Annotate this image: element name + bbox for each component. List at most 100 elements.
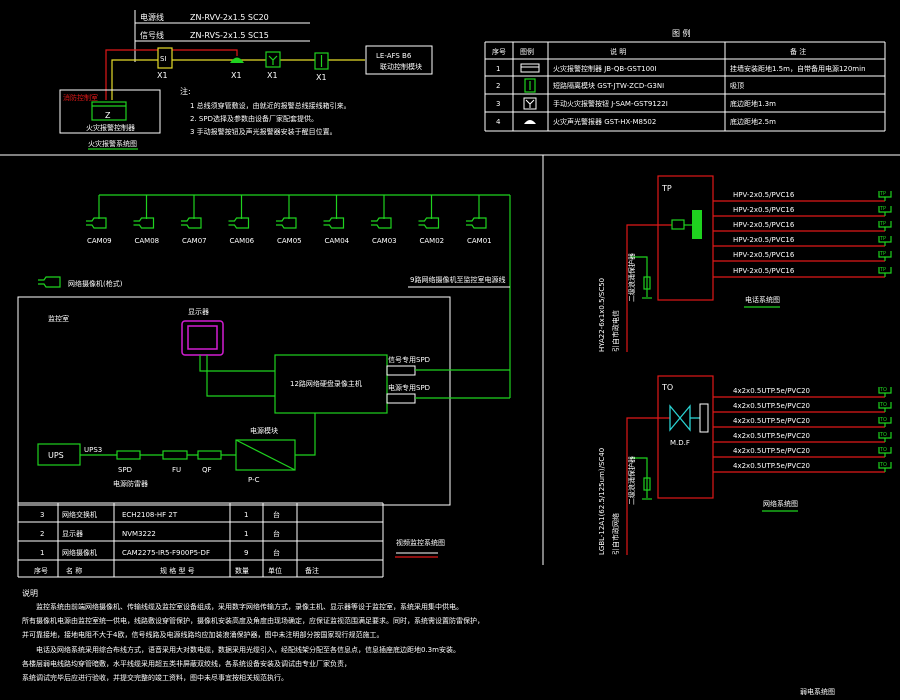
network-trunk-note: 引自市政网络 bbox=[611, 513, 620, 555]
camera-label: CAM03 bbox=[372, 237, 397, 245]
legend-note: 挂墙安装距地1.5m，自带备用电源120min bbox=[730, 64, 866, 73]
network-cable-label: 4x2x0.5UTP.5e/PVC20 bbox=[733, 462, 810, 470]
fire-control-room-label: 消防控制室 bbox=[63, 93, 98, 102]
legend-row-number: 1 bbox=[496, 65, 500, 73]
equipment-table-header: 序号 bbox=[34, 566, 48, 575]
network-camera-icon bbox=[276, 217, 297, 229]
equipment-table-header: 规 格 型 号 bbox=[160, 566, 195, 575]
equipment-table-cell: CAM2275-IR5-F900P5-DF bbox=[122, 549, 210, 557]
legend-title: 图 例 bbox=[672, 28, 691, 38]
phone-outlet-icon bbox=[878, 221, 892, 231]
camera-label: CAM05 bbox=[277, 237, 302, 245]
network-outlet-label: TO bbox=[879, 447, 887, 453]
phone-outlet-label: TP bbox=[879, 206, 886, 212]
drawing-title: 弱电系统图 bbox=[800, 687, 835, 696]
equipment-table-cell: 2 bbox=[40, 530, 44, 538]
phone-outlet-label: TP bbox=[879, 267, 886, 273]
spd-power-label: 电源专用SPD bbox=[388, 383, 430, 392]
notes-line: 监控系统由前端网络摄像机、传输线缆及监控室设备组成，采用数字网络传输方式，录像主… bbox=[36, 602, 463, 611]
camera-label: CAM08 bbox=[135, 237, 160, 245]
si-label: SI bbox=[160, 55, 167, 63]
x1-label: X1 bbox=[231, 71, 242, 80]
legend-description: 火灾声光警报器 GST-HX-M8502 bbox=[553, 117, 656, 126]
notes-line: 所有摄像机电源由监控室统一供电，线路敷设穿管保护，摄像机安装高度及角度由现场确定… bbox=[22, 616, 484, 625]
tp-box bbox=[657, 175, 714, 301]
phone-diagram-title: 电话系统图 bbox=[745, 295, 780, 304]
surge-protector-label: 电源防雷器 bbox=[113, 479, 148, 488]
camera-label: CAM07 bbox=[182, 237, 207, 245]
network-camera-icon bbox=[181, 217, 202, 229]
network-cable-label: 4x2x0.5UTP.5e/PVC20 bbox=[733, 432, 810, 440]
monitoring-room-label: 监控室 bbox=[48, 314, 69, 323]
fire-alarm-controller-icon bbox=[520, 63, 540, 73]
equipment-table-cell: 台 bbox=[273, 510, 280, 519]
equipment-table-cell: 9 bbox=[244, 549, 248, 557]
legend-header: 备 注 bbox=[790, 47, 806, 56]
camera-cam09: CAM09 bbox=[86, 195, 112, 245]
camera-legend-icon bbox=[38, 276, 61, 288]
cctv-diagram-title: 视频监控系统图 bbox=[396, 538, 445, 547]
equipment-table-cell: 1 bbox=[244, 530, 248, 538]
camera-label: CAM06 bbox=[230, 237, 255, 245]
network-cable-label: 4x2x0.5UTP.5e/PVC20 bbox=[733, 402, 810, 410]
notes-line: 各楼层弱电线路均穿管暗敷，水平线缆采用超五类非屏蔽双绞线，各系统设备安装及调试由… bbox=[22, 659, 351, 668]
network-cable-label: 4x2x0.5UTP.5e/PVC20 bbox=[733, 447, 810, 455]
phone-cable-label: HPV-2x0.5/PVC16 bbox=[733, 251, 795, 259]
legend-description: 火灾报警控制器 JB-QB-GST100I bbox=[553, 64, 657, 73]
manual-call-point-icon bbox=[523, 97, 537, 110]
module-model: LE-AFS B6 bbox=[376, 52, 412, 60]
network-camera-icon bbox=[323, 217, 345, 229]
network-outlet-icon bbox=[878, 462, 892, 472]
network-camera-icon bbox=[418, 217, 440, 229]
nvr-label: 12路网络硬盘录像主机 bbox=[290, 379, 362, 388]
legend-header: 图例 bbox=[520, 47, 534, 56]
legend-row-number: 4 bbox=[496, 118, 501, 126]
legend-header: 序号 bbox=[492, 47, 506, 56]
x1-label: X1 bbox=[267, 71, 278, 80]
network-surge-label: 二级浪涌保护器 bbox=[627, 456, 636, 505]
legend-note: 吸顶 bbox=[730, 82, 744, 90]
network-diagram: TO M.D.F 二级浪涌保护器 LGBL-12A1(62.5/125um)/S… bbox=[598, 375, 892, 555]
legend-description: 手动火灾报警按钮 J-SAM-GST9122I bbox=[553, 99, 668, 108]
phone-outlet-label: TP bbox=[879, 236, 886, 242]
monitor-icon bbox=[181, 320, 224, 356]
power-cable-spec: ZN-RVV-2x1.5 SC20 bbox=[190, 13, 269, 22]
network-camera-icon bbox=[228, 217, 250, 229]
camera-legend-label: 网络摄像机(枪式) bbox=[68, 279, 123, 288]
equipment-table-header: 名 称 bbox=[66, 566, 82, 575]
network-outlet-icon bbox=[878, 432, 892, 442]
sounder-strobe-icon bbox=[524, 120, 536, 124]
fu-label: FU bbox=[172, 466, 181, 474]
network-camera-icon bbox=[86, 217, 107, 229]
phone-outlet-label: TP bbox=[879, 191, 886, 197]
equipment-table-header: 单位 bbox=[268, 566, 282, 575]
equipment-table-cell: 台 bbox=[273, 529, 280, 538]
legend-note: 底边距地2.5m bbox=[730, 117, 776, 126]
network-outlet-icon bbox=[878, 417, 892, 427]
network-camera-icon bbox=[371, 217, 392, 229]
camera-label: CAM01 bbox=[467, 237, 492, 245]
power-module-type: P-C bbox=[248, 476, 260, 484]
notes-line: 系统调试完毕后应进行验收，并提交完整的竣工资料，图中未尽事宜按相关规范执行。 bbox=[22, 673, 288, 682]
camera-label: CAM02 bbox=[420, 237, 445, 245]
legend-description: 短路隔离模块 GST-JTW-ZCD-G3NI bbox=[553, 81, 664, 90]
network-cable-label: 4x2x0.5UTP.5e/PVC20 bbox=[733, 417, 810, 425]
phone-outlet-icon bbox=[878, 236, 892, 246]
camera-cam06: CAM06 bbox=[228, 195, 255, 245]
camera-cam04: CAM04 bbox=[323, 195, 350, 245]
equipment-table-header: 数量 bbox=[235, 566, 249, 575]
tp-label: TP bbox=[661, 184, 672, 193]
equipment-table-cell: 显示器 bbox=[62, 530, 83, 538]
mdf-icon bbox=[669, 404, 691, 432]
phone-cable-label: HPV-2x0.5/PVC16 bbox=[733, 191, 795, 199]
z-label: Z bbox=[105, 111, 111, 120]
